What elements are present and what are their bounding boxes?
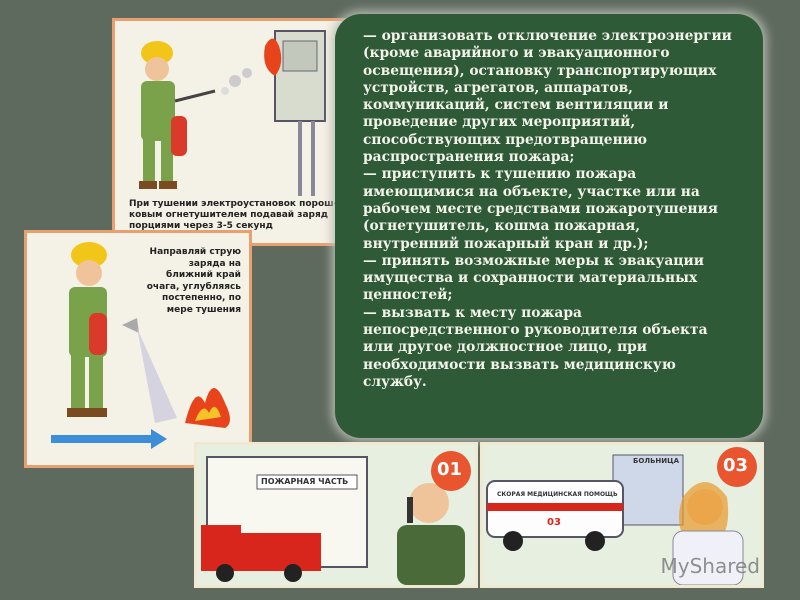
illustration-extinguish-electrical: При тушении электроустановок порош-ковым…	[112, 18, 356, 246]
illustration-extinguish-fire-edge: Направляй струю заряда на ближний край о…	[24, 230, 252, 468]
ambulance-illustration: БОЛЬНИЦА СКОРАЯ МЕДИЦИНСКАЯ ПОМОЩЬ 03 03	[480, 442, 764, 588]
instruction-item: — принять возможные меры к эвакуации иму…	[363, 252, 704, 304]
instructions-list: — организовать отключение электроэнергии…	[363, 28, 741, 391]
worker-fire-edge-image	[51, 242, 230, 449]
instruction-item: — организовать отключение электроэнергии…	[363, 28, 732, 166]
panel1-caption: При тушении электроустановок порош-ковым…	[129, 199, 338, 231]
ambulance-image	[483, 445, 761, 585]
fire-station-sign: ПОЖАРНАЯ ЧАСТЬ	[261, 477, 349, 486]
medic-emergency-number: 03	[723, 455, 749, 476]
instructions-box: — организовать отключение электроэнергии…	[335, 14, 763, 438]
fire-station-image	[197, 445, 475, 585]
ambulance-number: 03	[547, 517, 561, 528]
worker-electrical-panel-image	[139, 30, 326, 196]
ambulance-label: СКОРАЯ МЕДИЦИНСКАЯ ПОМОЩЬ	[497, 491, 618, 498]
fire-station-illustration: ПОЖАРНАЯ ЧАСТЬ 01	[194, 442, 478, 588]
instruction-item: — приступить к тушению пожара имеющимися…	[363, 166, 719, 252]
instruction-item: — вызвать к месту пожара непосредственно…	[363, 304, 708, 390]
hospital-sign: БОЛЬНИЦА	[633, 457, 680, 465]
fire-emergency-number: 01	[437, 459, 463, 480]
watermark: MyShared	[660, 554, 760, 578]
panel2-caption: Направляй струю заряда на ближний край о…	[146, 247, 241, 315]
